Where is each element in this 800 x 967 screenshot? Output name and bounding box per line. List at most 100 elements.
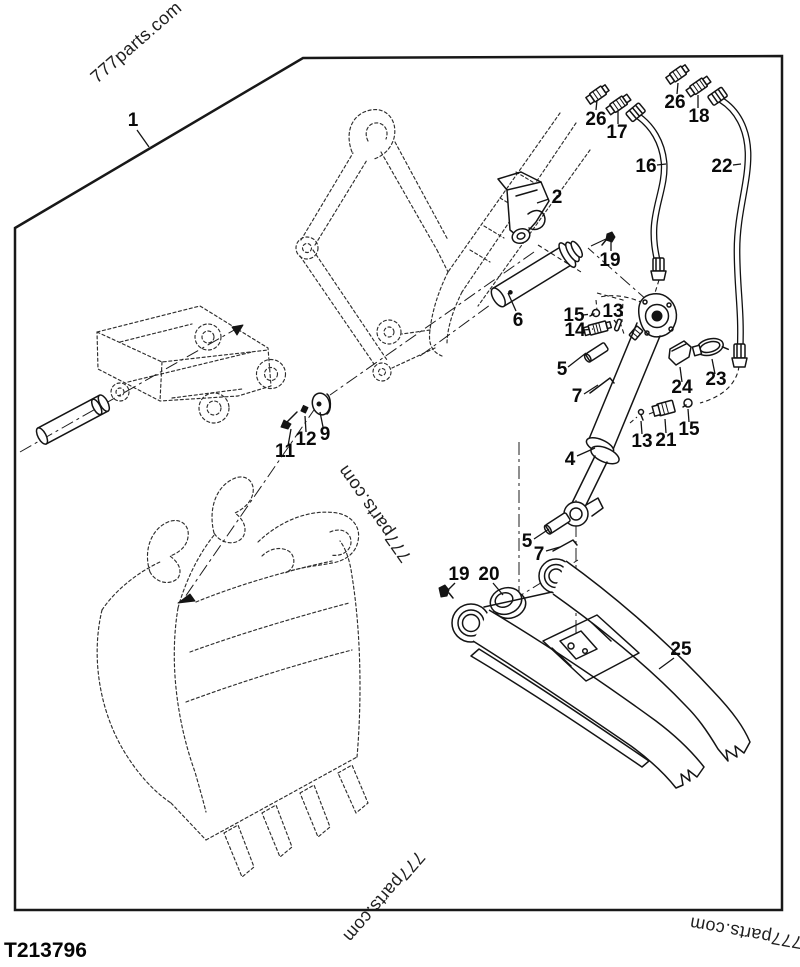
fitting-part-26-left (585, 84, 610, 105)
callout-leader-25 (658, 657, 675, 670)
clip-part-15-upper (589, 308, 601, 318)
watermark-text: 777parts.com (339, 847, 429, 946)
callout-label-12: 12 (295, 429, 316, 450)
callout-label-15: 15 (563, 305, 585, 326)
callout-leader-21 (664, 418, 667, 434)
pivot-pin-part-6 (490, 240, 584, 308)
callout-label-26: 26 (585, 109, 606, 130)
hose-22 (707, 86, 752, 368)
callout-leader-7 (583, 384, 599, 395)
callout-label-13: 13 (631, 431, 652, 452)
callout-label-22: 22 (711, 156, 732, 177)
callout-leader-15 (687, 408, 690, 423)
callout-leader-22 (732, 163, 742, 166)
hose-16-top-fitting (625, 102, 646, 123)
callout-leader-2 (536, 198, 550, 204)
callout-leader-20 (492, 582, 504, 596)
callout-leader-4 (576, 447, 596, 457)
callout-leader-16 (656, 163, 667, 166)
bolt-part-11 (280, 411, 298, 430)
callout-label-14: 14 (564, 320, 586, 341)
callout-leader-6 (507, 292, 517, 312)
callout-label-21: 21 (655, 430, 677, 451)
callout-label-1: 1 (128, 110, 139, 131)
callout-label-2: 2 (552, 187, 563, 208)
callout-leader-11 (287, 428, 292, 447)
bracket-part-2 (497, 171, 550, 245)
fitting-part-21 (651, 399, 676, 417)
arrowhead (231, 324, 244, 336)
callout-label-9: 9 (320, 424, 331, 445)
cylinder-port-fitting (628, 325, 644, 341)
phantom-bucket (96, 476, 369, 878)
callout-leader-26 (676, 82, 679, 95)
drawing-code: T213796 (4, 939, 87, 962)
callout-label-23: 23 (705, 369, 726, 390)
callout-label-15: 15 (678, 419, 700, 440)
callout-leader-12 (304, 415, 307, 433)
pin-part-13-lower (637, 408, 645, 421)
callout-label-19: 19 (448, 564, 469, 585)
callout-leader-24 (679, 366, 683, 383)
bushing-part-20 (489, 586, 527, 620)
hose-clamp-part-23 (691, 337, 729, 357)
pin-part-5-upper (583, 342, 609, 363)
callout-leader-23 (711, 358, 716, 375)
callout-label-11: 11 (275, 441, 296, 462)
callout-leader-19 (446, 582, 456, 592)
callout-label-17: 17 (606, 122, 627, 143)
callout-label-25: 25 (670, 639, 692, 660)
callout-label-18: 18 (688, 106, 709, 127)
clamp-plate-part-24 (668, 340, 692, 366)
bolt-part-19-lower (438, 584, 454, 599)
bolt-part-19-upper (601, 231, 616, 246)
callout-label-7: 7 (534, 544, 545, 565)
rod-part-7-lower (552, 539, 578, 552)
callout-leader-1 (136, 129, 150, 148)
washer-part-12 (300, 404, 309, 414)
callout-label-19: 19 (599, 250, 620, 271)
bolt-19-align-line (590, 237, 609, 247)
hose-22-top-fitting (707, 86, 728, 106)
phantom-coupler (96, 305, 287, 424)
hose-16-bottom-fitting (650, 257, 667, 281)
callout-leader-5 (533, 528, 550, 540)
coupler-pin (35, 394, 111, 445)
fitting-part-14 (582, 320, 613, 337)
fitting-part-26-right (665, 64, 690, 85)
callout-label-5: 5 (522, 531, 533, 552)
fitting-part-18 (685, 75, 712, 98)
ring-part-15-lower (682, 398, 693, 408)
callout-label-24: 24 (671, 377, 693, 398)
callout-label-6: 6 (513, 310, 524, 331)
pin-part-13-upper (613, 318, 623, 332)
callout-leader-26 (595, 99, 598, 111)
frame-border (13, 54, 784, 912)
callout-leader-14 (583, 328, 594, 331)
hose-16 (625, 102, 668, 281)
phantom-arm (295, 109, 591, 382)
callout-label-20: 20 (478, 564, 499, 585)
callout-leader-9 (319, 411, 324, 428)
rod-part-7-upper (589, 377, 615, 394)
callout-leader-5 (567, 352, 587, 368)
callout-label-13: 13 (602, 301, 623, 322)
watermark-text: 777parts.com (87, 0, 186, 87)
callout-label-26: 26 (664, 92, 685, 113)
callout-label-5: 5 (557, 359, 568, 380)
thumb-part-25 (451, 558, 751, 789)
arrowhead (177, 593, 196, 604)
callout-leader-7 (545, 546, 561, 552)
pin-part-5-lower (543, 512, 571, 535)
fitting-part-17 (605, 93, 632, 116)
hose-22-bottom-fitting (731, 343, 748, 368)
callout-label-16: 16 (635, 156, 656, 177)
callout-leader-15 (582, 313, 593, 316)
callout-leader-13 (640, 420, 643, 435)
disc-part-9 (311, 392, 332, 416)
callout-label-7: 7 (572, 386, 583, 407)
